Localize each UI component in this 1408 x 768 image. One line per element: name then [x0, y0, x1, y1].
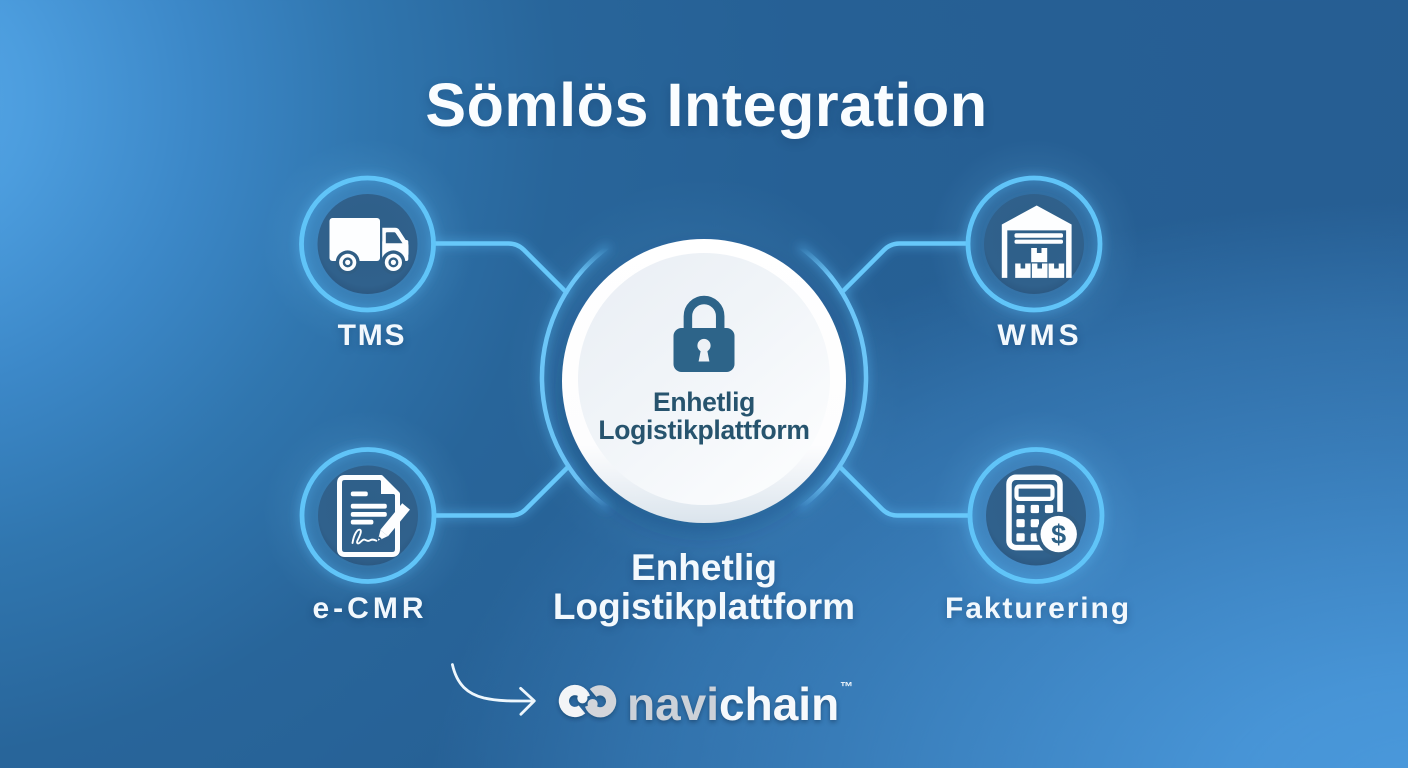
svg-text:$: $ — [1051, 520, 1066, 550]
